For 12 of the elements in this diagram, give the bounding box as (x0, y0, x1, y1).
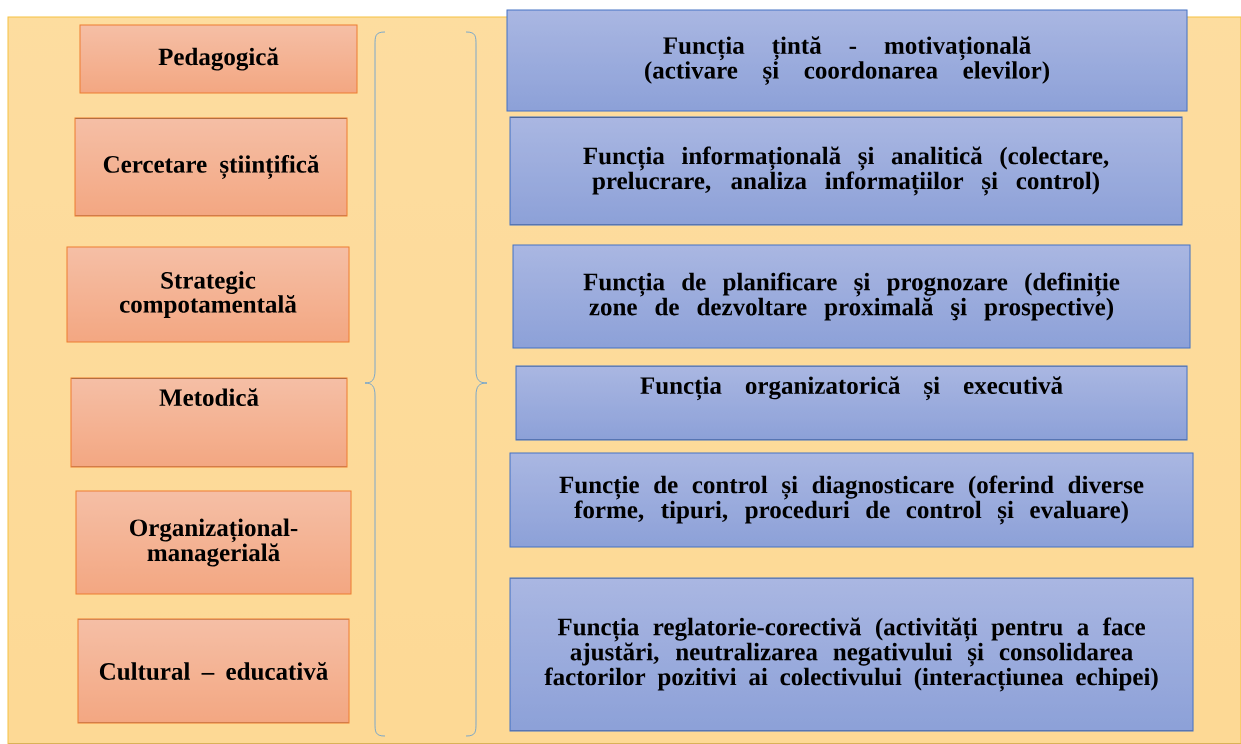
role-box: Metodică (70, 377, 348, 468)
function-box: Funcția informațională și analitică (colectare, prelucrare, analiza informațiilor și control) (509, 116, 1183, 226)
role-box: Organizațional- managerială (75, 490, 352, 595)
function-box: Funcția organizatorică și executivă (515, 365, 1188, 441)
function-box: Funcția țintă - motivațională (activare și coordonarea elevilor) (506, 9, 1188, 112)
role-box: Cercetare științifică (74, 117, 348, 217)
role-box: Cultural – educativă (77, 618, 350, 724)
role-box: Pedagogică (79, 24, 358, 94)
function-box: Funcția de planificare și prognozare (definiție zone de dezvoltare proximală şi prospective) (512, 244, 1191, 349)
function-box: Funcția reglatorie-corectivă (activități pentru a face ajustări, neutralizarea negativului și consolidarea factorilor pozitivi ai colectivului (interacțiunea echipei) (509, 577, 1194, 732)
role-box: Strategic compotamentală (66, 246, 350, 343)
function-box: Funcție de control și diagnosticare (oferind diverse forme, tipuri, proceduri de control și evaluare) (509, 452, 1194, 548)
